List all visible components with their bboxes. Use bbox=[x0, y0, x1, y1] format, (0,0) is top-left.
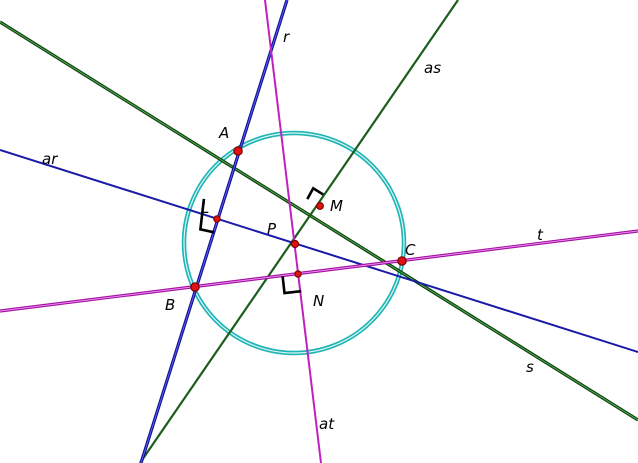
label-line-s: s bbox=[526, 358, 534, 376]
point-labels: A L M P C B N bbox=[165, 124, 416, 314]
right-angle-mark-M bbox=[306, 186, 324, 200]
point-M[interactable] bbox=[316, 202, 324, 210]
label-point-L: L bbox=[201, 199, 209, 217]
label-point-M: M bbox=[330, 197, 343, 215]
label-point-C: C bbox=[405, 241, 416, 259]
point-P[interactable] bbox=[290, 239, 300, 249]
circumcircle-inner-highlight bbox=[183, 132, 405, 354]
label-line-at: at bbox=[319, 415, 335, 433]
line-labels: r as ar t s at bbox=[42, 28, 544, 433]
line-s bbox=[0, 20, 638, 422]
point-C[interactable] bbox=[397, 256, 407, 266]
label-line-t: t bbox=[537, 226, 544, 244]
point-L[interactable] bbox=[213, 215, 221, 223]
point-N[interactable] bbox=[294, 270, 302, 278]
line-ar bbox=[0, 149, 638, 353]
right-angle-mark-L bbox=[198, 198, 215, 234]
point-A[interactable] bbox=[233, 146, 243, 156]
label-line-r: r bbox=[283, 28, 290, 46]
line-at bbox=[264, 0, 322, 463]
label-point-N: N bbox=[313, 292, 324, 310]
label-line-as: as bbox=[424, 59, 441, 77]
points bbox=[190, 146, 407, 292]
label-point-P: P bbox=[267, 220, 277, 238]
point-B[interactable] bbox=[190, 282, 200, 292]
label-line-ar: ar bbox=[42, 150, 58, 168]
line-t bbox=[0, 229, 638, 313]
label-point-A: A bbox=[218, 124, 229, 142]
right-angle-mark-N bbox=[281, 275, 302, 295]
label-point-B: B bbox=[165, 296, 175, 314]
line-as bbox=[139, 0, 459, 463]
